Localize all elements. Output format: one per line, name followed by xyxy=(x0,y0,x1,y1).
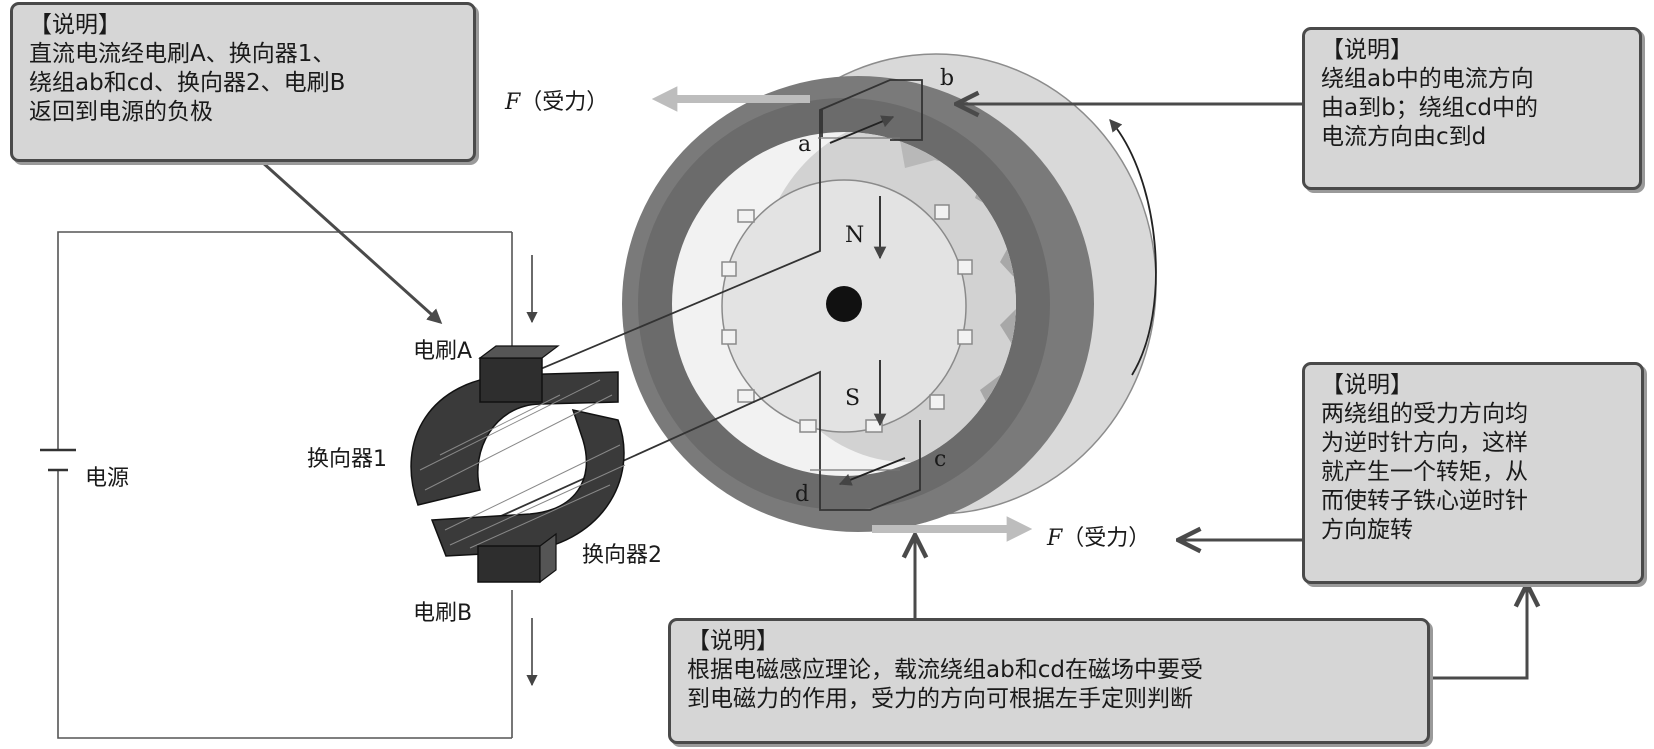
rotor-shaft xyxy=(826,286,862,322)
note-torque: 【说明】 两绕组的受力方向均 为逆时针方向，这样 就产生一个转矩，从 而使转子铁… xyxy=(1302,362,1644,584)
label-point-a: a xyxy=(798,132,812,157)
label-force-bottom: F（受力） xyxy=(1047,526,1150,552)
label-brush-a: 电刷A xyxy=(413,339,473,364)
windings xyxy=(466,79,923,531)
label-power-source: 电源 xyxy=(85,466,130,491)
note-line: 两绕组的受力方向均 xyxy=(1321,401,1528,427)
label-pole-s: S xyxy=(845,386,861,411)
note-line: 电流方向由c到d xyxy=(1321,124,1487,150)
label-pole-n: N xyxy=(845,223,865,248)
brush-b xyxy=(477,545,541,583)
pointer-bottom-right xyxy=(1430,584,1527,680)
current-arrow-ab xyxy=(829,115,895,144)
note-title: 【说明】 xyxy=(1321,372,1413,398)
note-title: 【说明】 xyxy=(687,628,779,654)
label-commutator-1: 换向器1 xyxy=(307,447,387,472)
note-electromagnetic-force: 【说明】 根据电磁感应理论，载流绕组ab和cd在磁场中要受 到电磁力的作用，受力… xyxy=(668,618,1430,744)
force-symbol: F xyxy=(1047,526,1063,551)
force-symbol: F xyxy=(505,90,521,115)
note-line: 由a到b；绕组cd中的 xyxy=(1321,95,1538,121)
brush-a xyxy=(479,357,543,403)
note-title: 【说明】 xyxy=(29,12,121,38)
current-arrow-cd xyxy=(838,457,906,486)
power-circuit xyxy=(40,231,538,739)
note-line: 直流电流经电刷A、换向器1、 xyxy=(29,41,336,67)
note-line: 根据电磁感应理论，载流绕组ab和cd在磁场中要受 xyxy=(687,657,1203,683)
label-commutator-2: 换向器2 xyxy=(582,543,662,568)
motor-body xyxy=(622,53,1157,532)
force-text: （受力） xyxy=(520,90,609,115)
note-line: 方向旋转 xyxy=(1321,517,1413,543)
commutator xyxy=(410,345,626,584)
rotation-arrow xyxy=(1109,119,1157,376)
force-text: （受力） xyxy=(1062,526,1151,551)
note-line: 到电磁力的作用，受力的方向可根据左手定则判断 xyxy=(687,686,1193,712)
note-current-direction: 【说明】 绕组ab中的电流方向 由a到b；绕组cd中的 电流方向由c到d xyxy=(1302,27,1642,190)
note-line: 而使转子铁心逆时针 xyxy=(1321,488,1528,514)
label-point-b: b xyxy=(940,66,955,91)
note-line: 绕组ab和cd、换向器2、电刷B xyxy=(29,70,346,96)
note-line: 就产生一个转矩，从 xyxy=(1321,459,1528,485)
note-current-path: 【说明】 直流电流经电刷A、换向器1、 绕组ab和cd、换向器2、电刷B 返回到… xyxy=(10,2,476,162)
note-title: 【说明】 xyxy=(1321,37,1413,63)
label-brush-b: 电刷B xyxy=(413,601,473,626)
commutator-1-segment xyxy=(410,371,619,506)
pointer-top-left xyxy=(260,160,443,325)
battery-symbol xyxy=(40,448,76,472)
note-line: 返回到电源的负极 xyxy=(29,99,213,125)
note-line: 为逆时针方向，这样 xyxy=(1321,430,1528,456)
label-point-d: d xyxy=(795,482,810,507)
note-line: 绕组ab中的电流方向 xyxy=(1321,66,1534,92)
commutator-2-segment xyxy=(430,408,625,557)
label-point-c: c xyxy=(934,447,947,472)
label-force-top: F（受力） xyxy=(505,90,608,116)
